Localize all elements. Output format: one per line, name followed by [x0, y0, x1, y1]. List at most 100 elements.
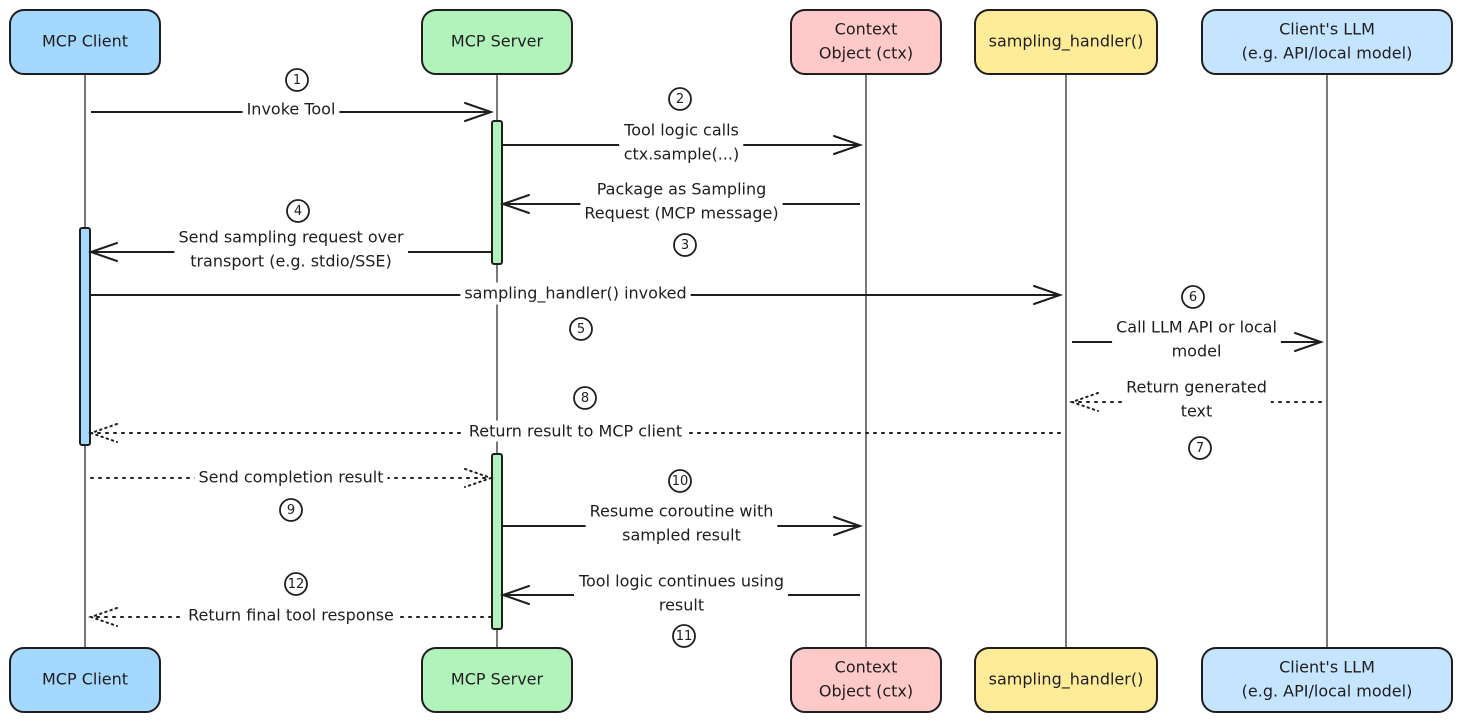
step-circle-icon: [1188, 436, 1212, 460]
arrow-head-icon: [87, 423, 118, 443]
step-number-badge: 4: [286, 199, 310, 223]
step-number: 4: [294, 204, 302, 219]
message-1: Invoke Tool 1: [91, 68, 495, 122]
arrow-head-icon: [499, 194, 530, 214]
label-background: [580, 178, 783, 224]
step-circle-icon: [286, 199, 310, 223]
step-number-badge: 5: [569, 317, 593, 341]
arrow-head-icon: [87, 607, 118, 627]
message-label: Send completion result: [194, 466, 388, 488]
label-background: [194, 466, 388, 488]
step-number-badge: 12: [284, 572, 308, 596]
participant-label: MCP Server: [451, 32, 544, 51]
arrow-head-icon: [833, 135, 864, 155]
message-label-line: text: [1181, 402, 1213, 421]
label-background: [464, 420, 687, 442]
message-label-line: model: [1172, 342, 1222, 361]
label-background: [174, 226, 408, 272]
activation-bar-server: [491, 120, 503, 265]
participant-server-bottom[interactable]: MCP Server: [421, 647, 573, 713]
participant-label: Object (ctx): [819, 682, 913, 701]
step-number-badge: 7: [1188, 436, 1212, 460]
message-label-line: ctx.sample(...): [624, 145, 740, 164]
activation-bar-client: [79, 227, 91, 446]
step-number-badge: 1: [285, 68, 309, 92]
participant-label: Client's LLM: [1279, 20, 1375, 39]
step-number-badge: 11: [672, 624, 696, 648]
step-number: 7: [1196, 441, 1204, 456]
participant-box: [1201, 647, 1453, 713]
participant-handler-bottom[interactable]: sampling_handler(): [974, 647, 1158, 713]
step-circle-icon: [668, 87, 692, 111]
participant-box: [9, 9, 161, 75]
arrow-head-icon: [464, 102, 495, 122]
participant-box: [421, 647, 573, 713]
activation-bar-server: [491, 453, 503, 630]
message-label-line: Request (MCP message): [584, 204, 778, 223]
step-number: 10: [672, 474, 689, 489]
participant-llm-bottom[interactable]: Client's LLM (e.g. API/local model): [1201, 647, 1453, 713]
label-background: [573, 570, 789, 616]
step-number: 5: [577, 322, 585, 337]
step-circle-icon: [668, 469, 692, 493]
message-9: Send completion result 9: [90, 466, 495, 522]
label-background: [242, 98, 340, 120]
label-background: [460, 282, 691, 305]
message-label-line: Return final tool response: [188, 606, 394, 625]
message-label-line: Tool logic continues using: [578, 572, 784, 591]
arrow-head-icon: [1033, 285, 1064, 305]
arrow-head-icon: [499, 585, 530, 605]
message-label-line: Package as Sampling: [597, 180, 767, 199]
label-background: [184, 604, 398, 626]
message-label: Return result to MCP client: [464, 420, 687, 442]
participant-llm-top[interactable]: Client's LLM(e.g. API/local model): [1201, 9, 1453, 75]
arrow-head-icon: [833, 516, 864, 536]
message-8: Return result to MCP client 8: [87, 386, 1061, 443]
step-number-badge: 10: [668, 469, 692, 493]
participant-label: sampling_handler(): [989, 670, 1144, 690]
message-label-line: transport (e.g. stdio/SSE): [190, 252, 392, 271]
step-number-badge: 3: [673, 233, 697, 257]
step-number-badge: 9: [279, 498, 303, 522]
participant-box: [790, 647, 942, 713]
message-label-line: Return result to MCP client: [469, 422, 682, 441]
step-circle-icon: [1181, 285, 1205, 309]
step-circle-icon: [279, 498, 303, 522]
participant-client-bottom[interactable]: MCP Client: [9, 647, 161, 713]
message-label-line: result: [659, 596, 704, 615]
participant-label: (e.g. API/local model): [1242, 682, 1413, 701]
participant-handler-top[interactable]: sampling_handler(): [974, 9, 1158, 75]
participant-server-top[interactable]: MCP Server: [421, 9, 573, 75]
step-circle-icon: [673, 233, 697, 257]
label-background: [1112, 316, 1281, 362]
step-circle-icon: [573, 386, 597, 410]
step-circle-icon: [569, 317, 593, 341]
arrow-head-icon: [1068, 392, 1099, 412]
label-background: [585, 500, 778, 546]
participant-label: Client's LLM: [1279, 658, 1375, 677]
participant-box: [790, 9, 942, 75]
message-label-line: Invoke Tool: [247, 100, 336, 119]
step-number-badge: 6: [1181, 285, 1205, 309]
participant-client-top[interactable]: MCP Client: [9, 9, 161, 75]
participant-box: [974, 9, 1158, 75]
step-number: 12: [288, 577, 305, 592]
arrow-head-icon: [87, 242, 118, 262]
message-label-line: Tool logic calls: [623, 121, 739, 140]
message-label: sampling_handler() invoked: [460, 282, 691, 305]
step-number: 8: [581, 391, 589, 406]
message-label-line: Return generated: [1126, 378, 1267, 397]
message-label-line: sampled result: [622, 526, 741, 545]
step-number: 11: [676, 629, 693, 644]
